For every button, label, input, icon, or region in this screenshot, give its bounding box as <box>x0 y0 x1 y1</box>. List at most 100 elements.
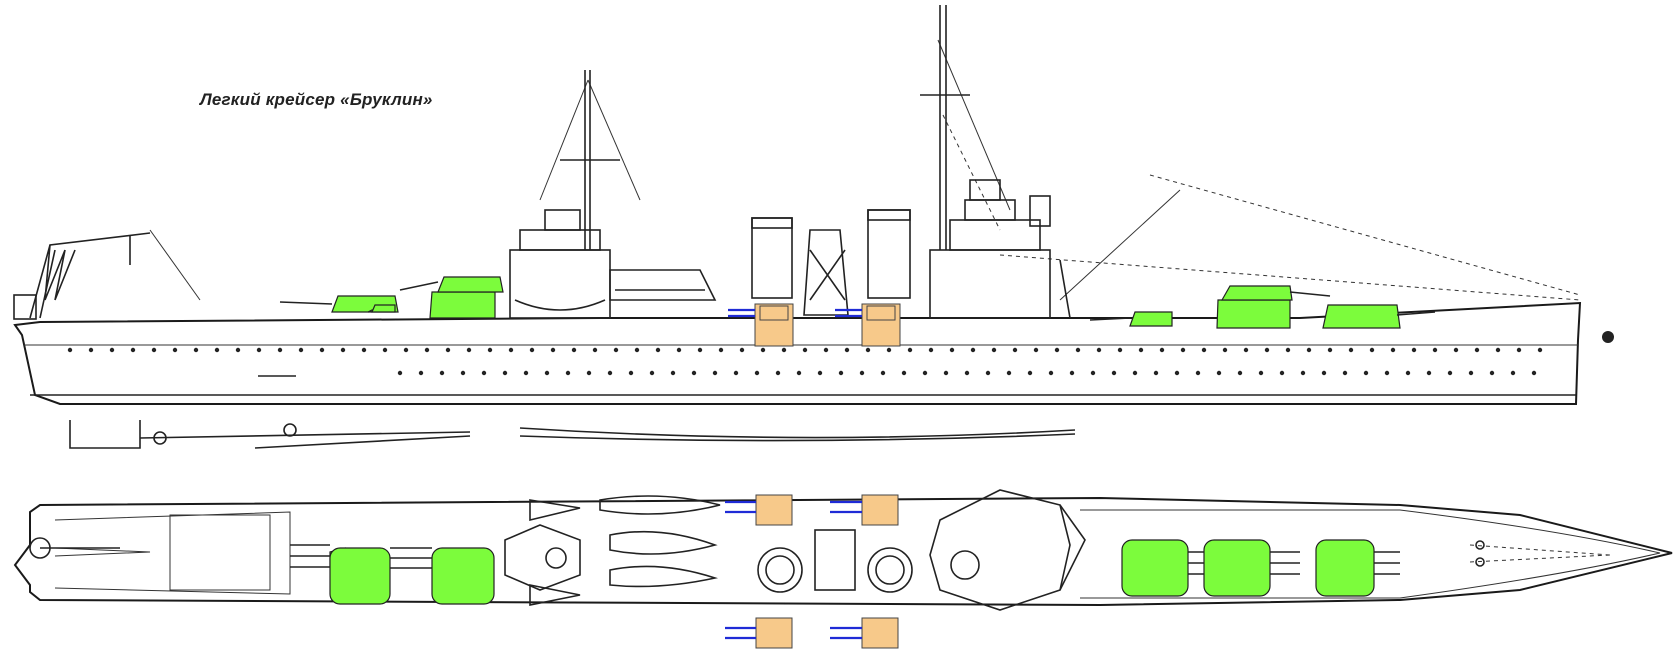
porthole <box>859 370 865 376</box>
secondary-mount-profile <box>835 303 901 347</box>
plan-funnels <box>757 529 913 593</box>
porthole <box>523 370 529 376</box>
porthole <box>214 347 220 353</box>
porthole <box>607 370 613 376</box>
porthole <box>964 370 970 376</box>
porthole <box>397 370 403 376</box>
anchor-chains <box>1469 540 1611 567</box>
porthole <box>586 370 592 376</box>
main-turret-plan <box>290 544 391 605</box>
profile-secondary-mounts <box>728 303 901 347</box>
porthole <box>1537 347 1543 353</box>
porthole <box>256 347 262 353</box>
porthole <box>1111 370 1117 376</box>
porthole <box>340 347 346 353</box>
after-funnel <box>751 217 793 299</box>
secondary-mount-plan <box>725 494 793 526</box>
porthole <box>1510 370 1516 376</box>
porthole <box>823 347 829 353</box>
porthole <box>67 347 73 353</box>
porthole <box>739 347 745 353</box>
main-turret-profile <box>399 276 504 319</box>
porthole <box>970 347 976 353</box>
forward-funnel-top <box>867 547 913 593</box>
porthole <box>628 370 634 376</box>
porthole <box>424 347 430 353</box>
porthole <box>571 347 577 353</box>
porthole <box>907 347 913 353</box>
porthole <box>928 347 934 353</box>
profile-hull <box>13 301 1582 405</box>
porthole <box>382 347 388 353</box>
porthole <box>1117 347 1123 353</box>
porthole <box>1453 347 1459 353</box>
porthole <box>319 347 325 353</box>
porthole <box>1264 347 1270 353</box>
porthole <box>733 370 739 376</box>
porthole <box>193 347 199 353</box>
porthole <box>1090 370 1096 376</box>
porthole <box>676 347 682 353</box>
porthole <box>697 347 703 353</box>
porthole <box>1495 347 1501 353</box>
porthole <box>802 347 808 353</box>
plan-hangar <box>504 524 581 591</box>
after-funnel-top <box>757 547 803 593</box>
porthole <box>445 347 451 353</box>
porthole <box>418 370 424 376</box>
porthole <box>109 347 115 353</box>
profile-portholes <box>67 347 1543 376</box>
profile-main-turrets <box>279 276 1436 329</box>
porthole <box>487 347 493 353</box>
porthole <box>1012 347 1018 353</box>
porthole <box>1432 347 1438 353</box>
porthole <box>901 370 907 376</box>
porthole <box>670 370 676 376</box>
porthole <box>865 347 871 353</box>
after-superstructure <box>509 70 717 319</box>
main-turret-profile <box>1322 304 1436 329</box>
porthole <box>1132 370 1138 376</box>
porthole <box>481 370 487 376</box>
secondary-mount-profile <box>728 303 794 347</box>
rigging-lines <box>149 39 1581 301</box>
porthole <box>880 370 886 376</box>
porthole <box>1405 370 1411 376</box>
porthole <box>1174 370 1180 376</box>
porthole <box>1447 370 1453 376</box>
porthole <box>1327 347 1333 353</box>
porthole <box>1216 370 1222 376</box>
porthole <box>1237 370 1243 376</box>
secondary-mount-plan <box>830 494 899 526</box>
porthole <box>544 370 550 376</box>
porthole <box>796 370 802 376</box>
anchor-icon <box>1602 331 1614 343</box>
porthole <box>922 370 928 376</box>
porthole <box>844 347 850 353</box>
porthole <box>760 347 766 353</box>
porthole <box>277 347 283 353</box>
porthole <box>1159 347 1165 353</box>
propeller-icon <box>153 431 167 445</box>
porthole <box>529 347 535 353</box>
main-turret-profile <box>367 304 396 313</box>
porthole <box>949 347 955 353</box>
drawing-title: Легкий крейсер «Бруклин» <box>200 90 433 109</box>
plan-view <box>13 489 1673 649</box>
porthole <box>550 347 556 353</box>
forward-funnel <box>867 209 911 299</box>
porthole <box>1195 370 1201 376</box>
underwater-appendages <box>69 420 1076 449</box>
main-turret-plan <box>390 547 495 605</box>
porthole <box>1390 347 1396 353</box>
porthole <box>130 347 136 353</box>
porthole <box>1033 347 1039 353</box>
porthole <box>1306 347 1312 353</box>
porthole <box>712 370 718 376</box>
porthole <box>1342 370 1348 376</box>
plan-secondary-mounts <box>725 494 899 649</box>
porthole <box>592 347 598 353</box>
porthole <box>886 347 892 353</box>
porthole <box>1321 370 1327 376</box>
